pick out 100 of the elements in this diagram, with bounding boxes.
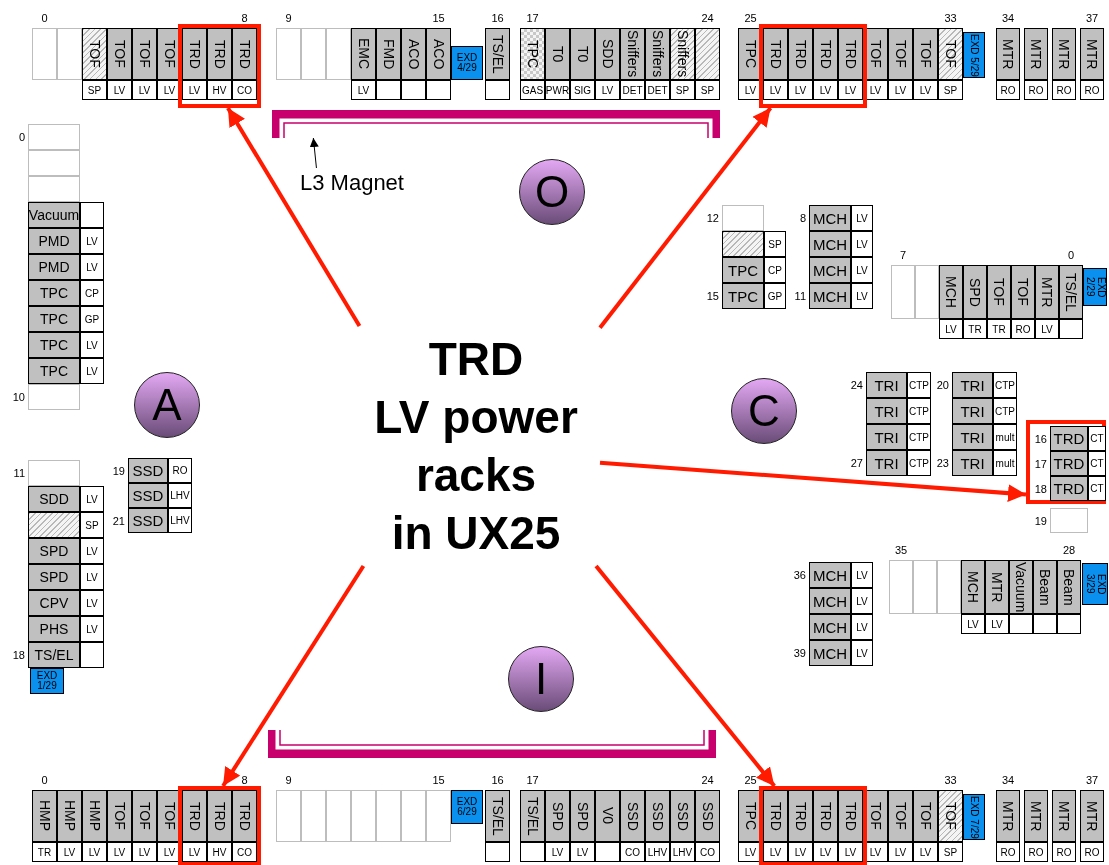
rack-cell: TRD	[1050, 476, 1088, 501]
empty-rack-slot	[32, 28, 57, 80]
highlight-frame	[759, 786, 867, 865]
rack-cell: TRD	[232, 790, 257, 842]
rack-cell: Sniffers	[645, 28, 670, 80]
function-cell: DET	[645, 80, 670, 100]
rack-cell: TRD	[763, 790, 788, 842]
rack-cell: SSD	[128, 508, 168, 533]
function-cell: LV	[80, 332, 104, 358]
function-cell: GP	[764, 283, 786, 309]
rack-cell: SSD	[695, 790, 720, 842]
empty-rack-slot	[276, 790, 301, 842]
exd-tag: EXD 2/29	[1083, 268, 1107, 306]
magnet-label: L3 Magnet	[300, 168, 450, 198]
function-cell: CTP	[993, 372, 1017, 398]
rack-cell: TS/EL	[485, 790, 510, 842]
function-cell: DET	[620, 80, 645, 100]
function-cell: LV	[788, 842, 813, 862]
empty-rack-slot	[891, 265, 915, 319]
rack-number: 24	[849, 379, 863, 391]
rack-number: 37	[1084, 12, 1100, 24]
rack-cell: MTR	[985, 560, 1009, 614]
empty-rack-slot	[28, 124, 80, 150]
empty-rack-slot	[28, 384, 80, 410]
rack-number: 34	[1000, 12, 1016, 24]
function-cell: CO	[620, 842, 645, 862]
rack-number: 35	[893, 544, 909, 556]
function-cell: RO	[1024, 80, 1048, 100]
rack-cell: TOF	[888, 28, 913, 80]
sector-circle: O	[519, 159, 585, 225]
rack-number: 0	[40, 774, 49, 786]
rack-cell: TS/EL	[485, 28, 510, 80]
function-cell: LV	[80, 564, 104, 590]
rack-cell: Sniffers	[670, 28, 695, 80]
rack-cell: FMD	[376, 28, 401, 80]
exd-tag: EXD 5/29	[963, 32, 985, 78]
rack-cell: Beam	[1057, 560, 1081, 614]
rack-cell: SSD	[645, 790, 670, 842]
rack-cell: PMD	[28, 228, 80, 254]
function-cell: SP	[938, 80, 963, 100]
function-cell: LV	[570, 842, 595, 862]
function-cell: LV	[80, 254, 104, 280]
function-cell: mult	[993, 450, 1017, 476]
function-cell: LV	[888, 842, 913, 862]
function-cell: LV	[1035, 319, 1059, 339]
function-cell: RO	[996, 80, 1020, 100]
leader-line	[309, 137, 319, 169]
function-cell: mult	[993, 424, 1017, 450]
function-cell: RO	[1080, 80, 1104, 100]
rack-cell: MCH	[809, 562, 851, 588]
rack-number: 0	[17, 131, 25, 143]
function-cell: LV	[888, 80, 913, 100]
rack-cell: EMC	[351, 28, 376, 80]
rack-number: 33	[943, 12, 958, 24]
rack-cell: TOF	[987, 265, 1011, 319]
rack-cell: TOF	[132, 790, 157, 842]
rack-number: 17	[525, 12, 540, 24]
rack-cell: TRI	[952, 424, 993, 450]
function-cell: LV	[851, 231, 873, 257]
rack-cell: TRD	[1050, 451, 1088, 476]
rack-number: 25	[743, 774, 758, 786]
rack-number: 16	[490, 12, 505, 24]
empty-rack-slot	[326, 790, 351, 842]
function-cell: LV	[107, 80, 132, 100]
empty-rack-slot	[351, 790, 376, 842]
rack-cell: TRI	[866, 424, 907, 450]
function-cell: LHV	[645, 842, 670, 862]
function-cell: LV	[788, 80, 813, 100]
rack-cell: MCH	[809, 283, 851, 309]
rack-cell: SPD	[545, 790, 570, 842]
rack-number: 18	[1033, 482, 1047, 495]
rack-cell: TPC	[520, 28, 545, 80]
function-cell: LV	[57, 842, 82, 862]
rack-cell: SPD	[963, 265, 987, 319]
rack-number: 25	[743, 12, 758, 24]
rack-number: 24	[700, 12, 715, 24]
exd-tag: EXD 6/29	[451, 790, 483, 824]
rack-cell: V0	[595, 790, 620, 842]
exd-tag: EXD 4/29	[451, 46, 483, 80]
rack-number: 36	[792, 569, 806, 581]
empty-rack-slot	[276, 28, 301, 80]
sector-circle: A	[134, 372, 200, 438]
empty-rack-slot	[889, 560, 913, 614]
rack-cell: TS/EL	[28, 642, 80, 668]
rack-cell: MTR	[996, 28, 1020, 80]
exd-tag: EXD 7/29	[963, 794, 985, 840]
function-cell: LV	[80, 538, 104, 564]
function-cell: RO	[996, 842, 1020, 862]
rack-cell: MTR	[1035, 265, 1059, 319]
rack-number: 0	[1066, 249, 1076, 261]
function-cell: CT	[1088, 426, 1106, 451]
rack-cell: Vacuum	[28, 202, 80, 228]
rack-number: 12	[705, 212, 719, 224]
empty-rack-slot	[722, 205, 764, 231]
function-cell: LV	[132, 80, 157, 100]
rack-cell: ACO	[426, 28, 451, 80]
rack-cell: TRI	[952, 372, 993, 398]
rack-cell: Vacuum	[1009, 560, 1033, 614]
empty-rack-slot	[1050, 508, 1088, 533]
exd-tag: EXD 3/29	[1082, 563, 1108, 605]
